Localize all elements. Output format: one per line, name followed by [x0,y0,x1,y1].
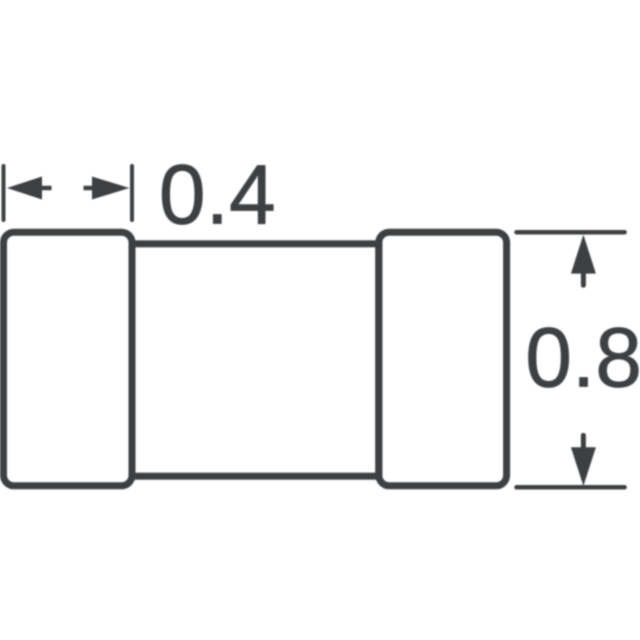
svg-text:0.8: 0.8 [525,310,640,404]
svg-text:0.4: 0.4 [159,148,276,242]
